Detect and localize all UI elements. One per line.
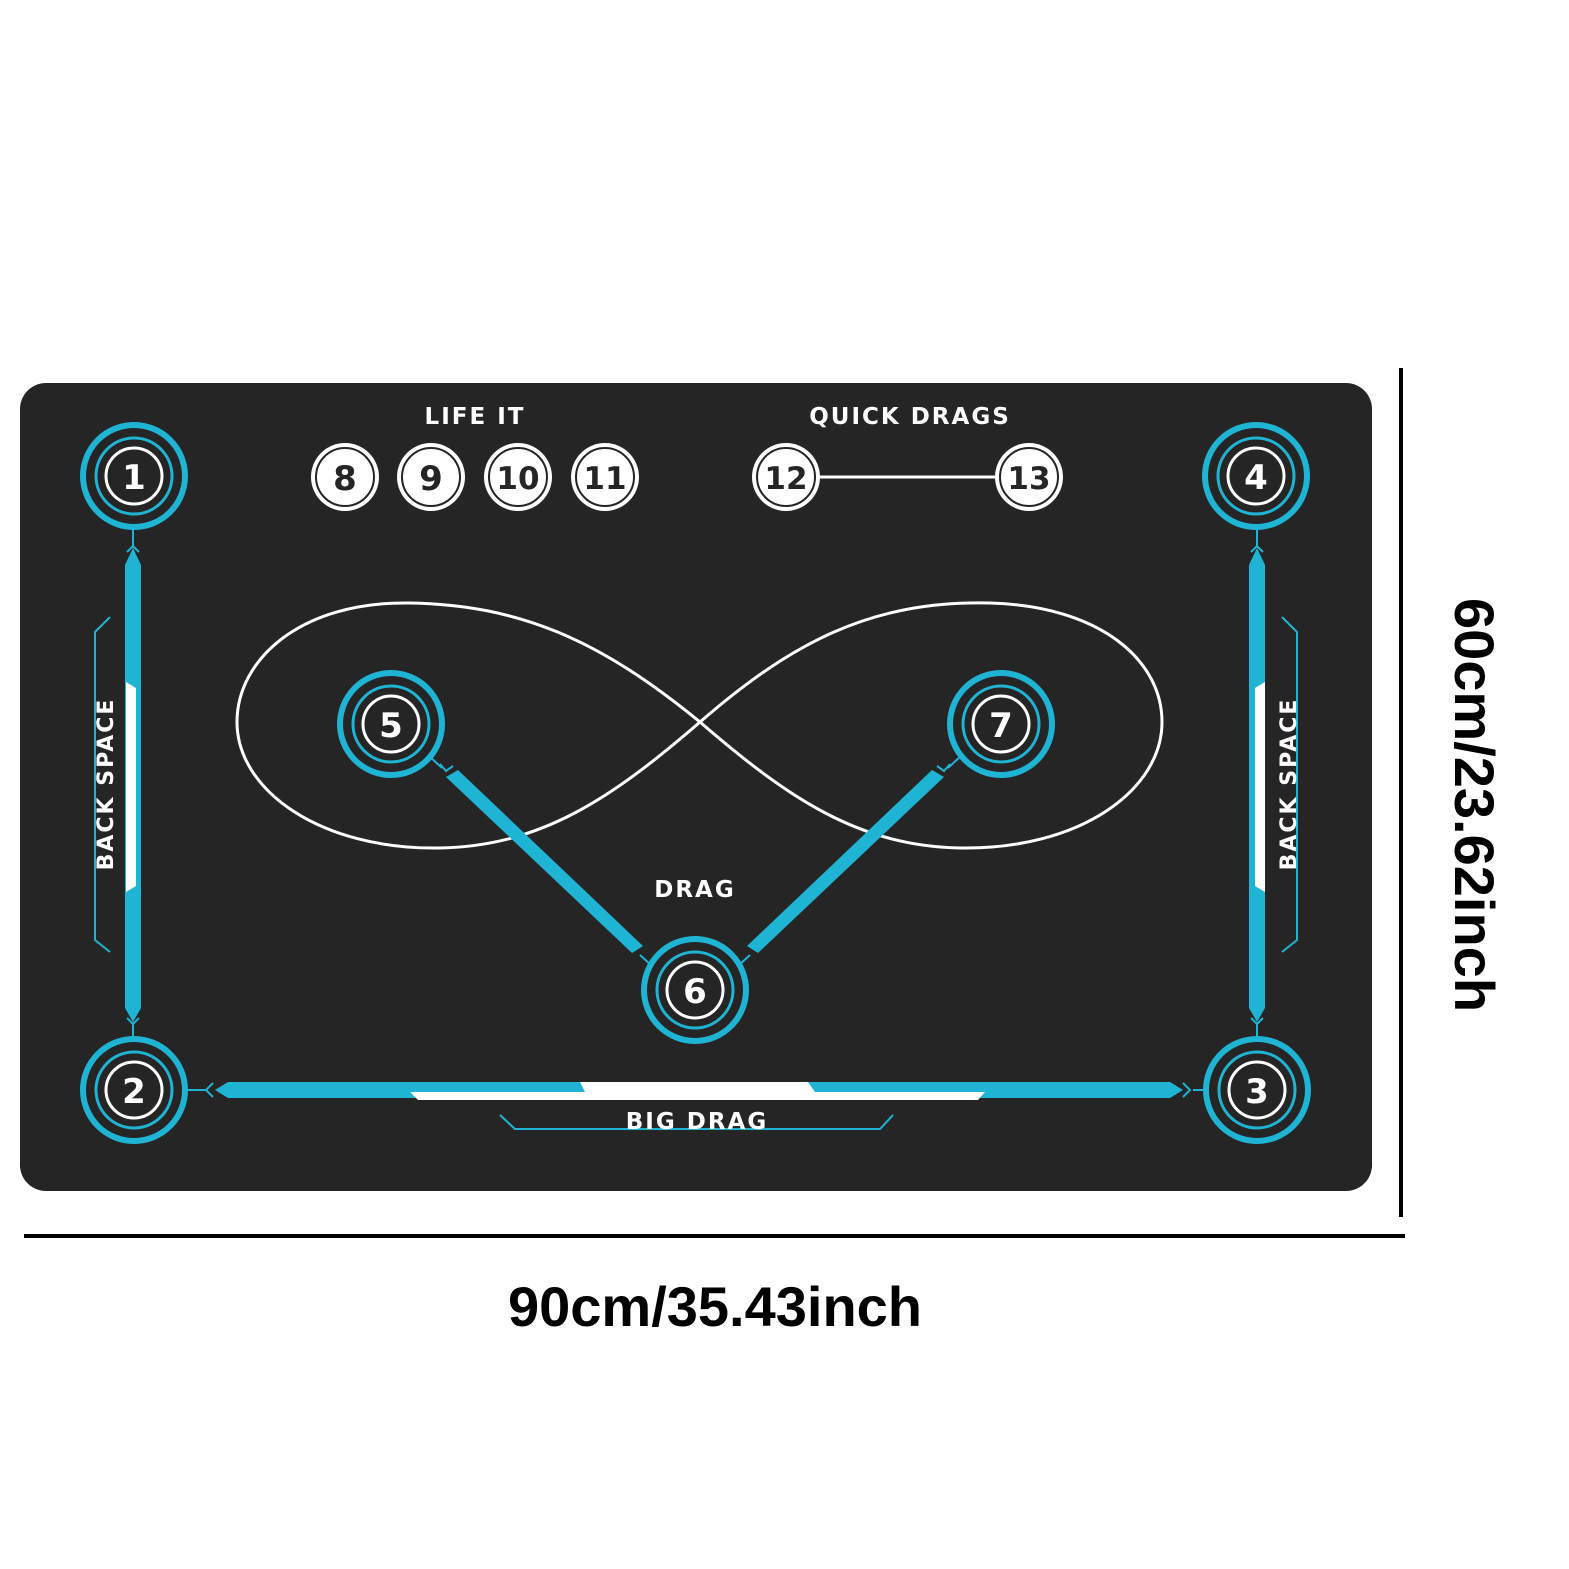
- corner-point-1-label: 1: [122, 458, 146, 498]
- corner-point-1: 1: [80, 422, 188, 530]
- mat-background: [20, 383, 1372, 1191]
- drag-rail-left: [427, 754, 653, 967]
- drag-label: DRAG: [654, 877, 735, 903]
- corner-point-4: 4: [1202, 422, 1310, 530]
- big-drag-rail: [188, 1082, 1208, 1130]
- drag-point-6: 6: [641, 936, 749, 1044]
- big-drag-label: BIG DRAG: [626, 1109, 768, 1135]
- quick-drag-point-12-label: 12: [764, 461, 807, 497]
- back-space-right-label: BACK SPACE: [1277, 698, 1302, 871]
- drag-point-7: 7: [947, 670, 1055, 778]
- corner-point-3: 3: [1203, 1036, 1311, 1144]
- corner-point-2-label: 2: [122, 1072, 146, 1112]
- life-it-point-9-label: 9: [419, 459, 443, 499]
- drag-point-6-label: 6: [683, 972, 707, 1012]
- left-back-space-rail: [94, 528, 141, 1038]
- life-it-point-11-label: 11: [583, 461, 626, 497]
- life-it-point-9: 9: [397, 443, 465, 511]
- quick-drag-point-13-label: 13: [1007, 461, 1050, 497]
- life-it-point-10: 10: [484, 443, 552, 511]
- corner-point-2: 2: [80, 1036, 188, 1144]
- life-it-point-11: 11: [571, 443, 639, 511]
- drag-point-7-label: 7: [989, 706, 1013, 746]
- life-it-label: LIFE IT: [425, 404, 526, 430]
- quick-drags-label: QUICK DRAGS: [809, 404, 1011, 430]
- drag-point-5: 5: [337, 670, 445, 778]
- life-it-point-8: 8: [311, 443, 379, 511]
- right-back-space-rail: [1249, 528, 1298, 1038]
- life-it-point-8-label: 8: [333, 459, 357, 499]
- life-it-point-10-label: 10: [496, 461, 539, 497]
- quick-drag-point-13: 13: [995, 443, 1063, 511]
- drag-point-5-label: 5: [379, 706, 403, 746]
- corner-point-3-label: 3: [1245, 1072, 1269, 1112]
- corner-point-4-label: 4: [1244, 458, 1268, 498]
- infinity-loop: [235, 601, 1164, 850]
- back-space-left-label: BACK SPACE: [94, 698, 119, 871]
- quick-drag-point-12: 12: [752, 443, 820, 511]
- height-dimension-label: 60cm/23.62inch: [1443, 598, 1506, 1012]
- width-dimension-label: 90cm/35.43inch: [508, 1275, 922, 1338]
